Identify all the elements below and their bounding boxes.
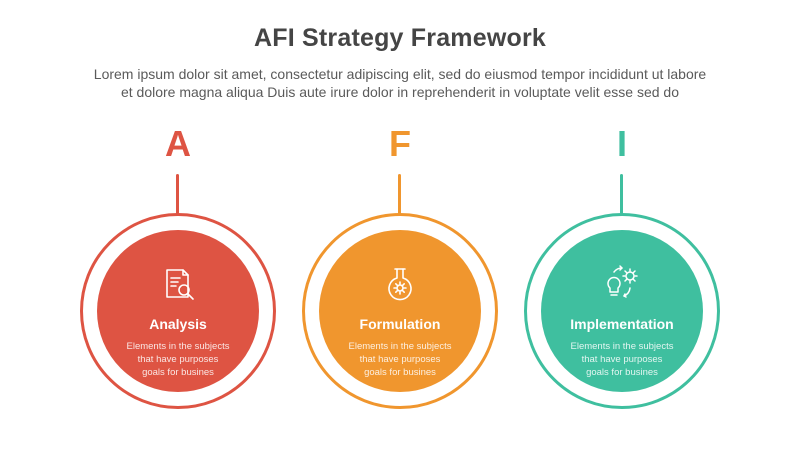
desc-line: that have purposes xyxy=(137,354,219,365)
step-connector-i xyxy=(620,174,623,214)
step-connector-a xyxy=(176,174,179,214)
step-title: Analysis xyxy=(149,316,207,332)
desc-line: goals for busines xyxy=(586,367,658,378)
subtitle-line: et dolore magna aliqua Duis aute irure d… xyxy=(120,84,679,100)
step-title: Implementation xyxy=(570,316,674,332)
page-title: AFI Strategy Framework xyxy=(254,24,546,52)
desc-line: that have purposes xyxy=(581,354,663,365)
step-description: Elements in the subjects that have purpo… xyxy=(113,340,243,379)
step-title: Formulation xyxy=(359,316,441,332)
subtitle-line: Lorem ipsum dolor sit amet, consectetur … xyxy=(93,66,707,82)
step-letter-f: F xyxy=(389,123,411,164)
step-circle-analysis: Analysis Elements in the subjects that h… xyxy=(80,213,276,409)
step-letter-i: I xyxy=(616,123,627,164)
step-letter-a: A xyxy=(165,123,191,164)
step-description: Elements in the subjects that have purpo… xyxy=(557,340,687,379)
desc-line: Elements in the subjects xyxy=(348,341,452,352)
step-disc-implementation: Implementation Elements in the subjects … xyxy=(541,230,703,392)
flask-gear-icon xyxy=(388,268,412,301)
desc-line: Elements in the subjects xyxy=(570,341,674,352)
desc-line: that have purposes xyxy=(359,354,441,365)
desc-line: goals for busines xyxy=(142,367,214,378)
step-disc-formulation: Formulation Elements in the subjects tha… xyxy=(319,230,481,392)
page-subtitle: Lorem ipsum dolor sit amet, consectetur … xyxy=(30,65,770,101)
document-search-icon xyxy=(166,269,194,300)
step-connector-f xyxy=(398,174,401,214)
step-disc-analysis: Analysis Elements in the subjects that h… xyxy=(97,230,259,392)
step-circle-implementation: Implementation Elements in the subjects … xyxy=(524,213,720,409)
step-circle-formulation: Formulation Elements in the subjects tha… xyxy=(302,213,498,409)
desc-line: Elements in the subjects xyxy=(126,341,230,352)
bulb-gear-cycle-icon xyxy=(607,265,638,298)
step-description: Elements in the subjects that have purpo… xyxy=(335,340,465,379)
desc-line: goals for busines xyxy=(364,367,436,378)
